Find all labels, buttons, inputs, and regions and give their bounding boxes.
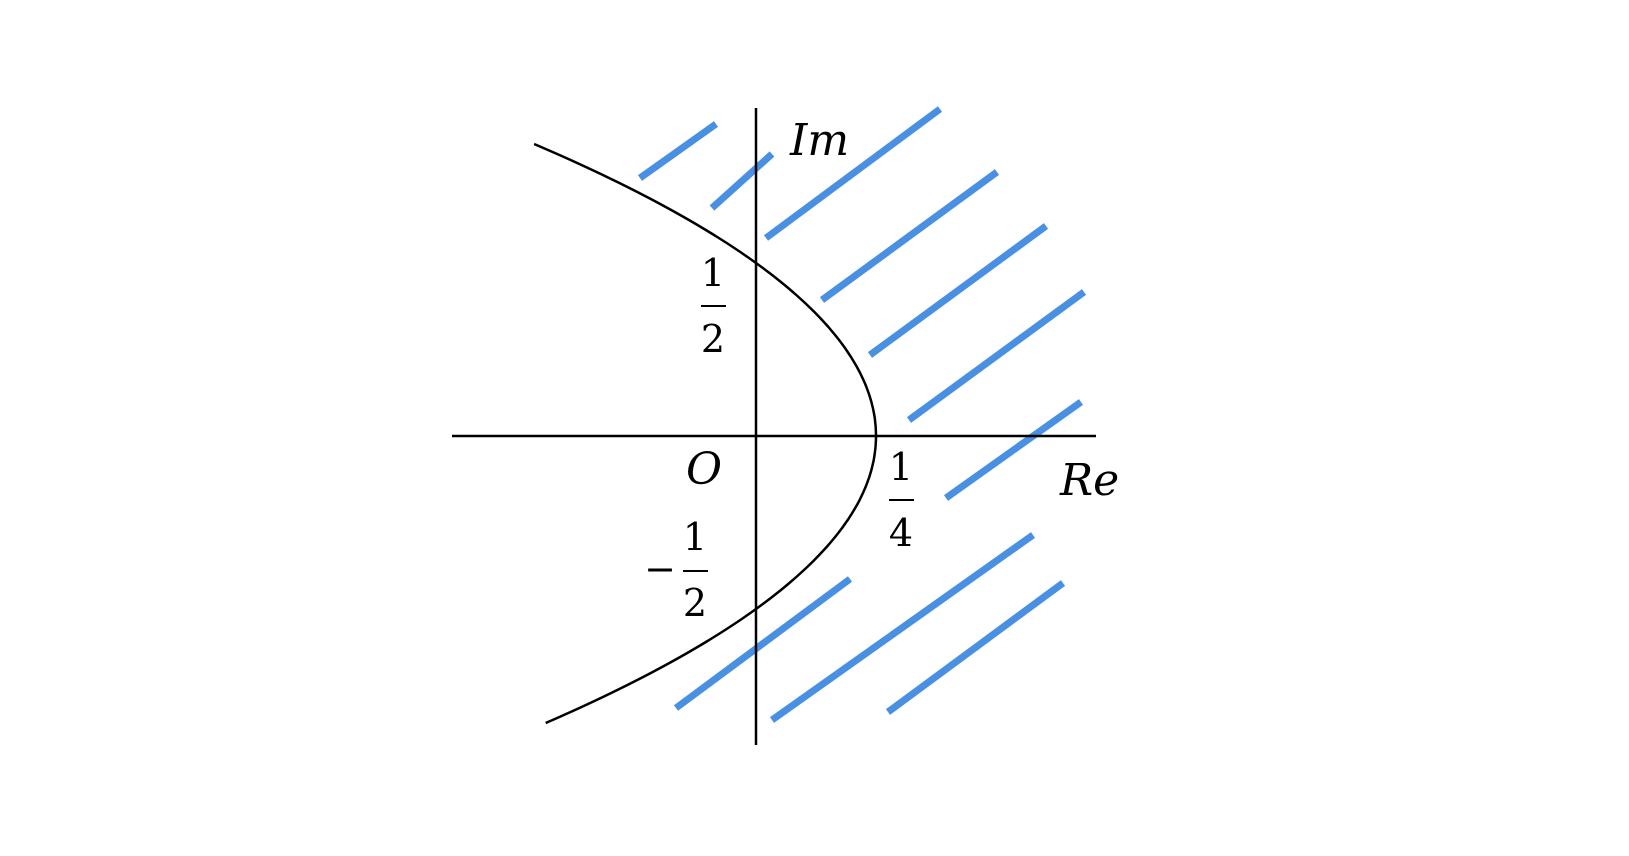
hatch-line xyxy=(637,121,719,181)
hatch-line xyxy=(709,151,775,211)
hatched-region xyxy=(637,106,1087,723)
real-axis-label: Re xyxy=(1059,455,1119,506)
denominator: 2 xyxy=(683,581,707,625)
origin-label: O xyxy=(686,444,722,495)
tick-label-quarter: 1 4 xyxy=(889,445,914,555)
imaginary-axis-label: Im xyxy=(789,115,849,166)
hatch-line xyxy=(769,532,1036,723)
tick-label-half: 1 2 xyxy=(701,251,726,361)
hatch-line xyxy=(943,399,1084,501)
numerator: 1 xyxy=(889,445,913,489)
hatch-line xyxy=(819,169,1000,303)
hatch-line xyxy=(885,580,1066,715)
minus-sign: − xyxy=(644,547,676,591)
hatch-line xyxy=(673,576,853,711)
denominator: 4 xyxy=(889,511,913,555)
denominator: 2 xyxy=(701,317,725,361)
hatch-line xyxy=(763,106,943,241)
hatch-line xyxy=(906,289,1087,423)
parabola-curve xyxy=(533,142,878,725)
hatch-line xyxy=(867,223,1049,358)
tick-label-neg-half: − 1 2 xyxy=(644,515,708,625)
numerator: 1 xyxy=(701,251,725,295)
numerator: 1 xyxy=(683,515,707,559)
